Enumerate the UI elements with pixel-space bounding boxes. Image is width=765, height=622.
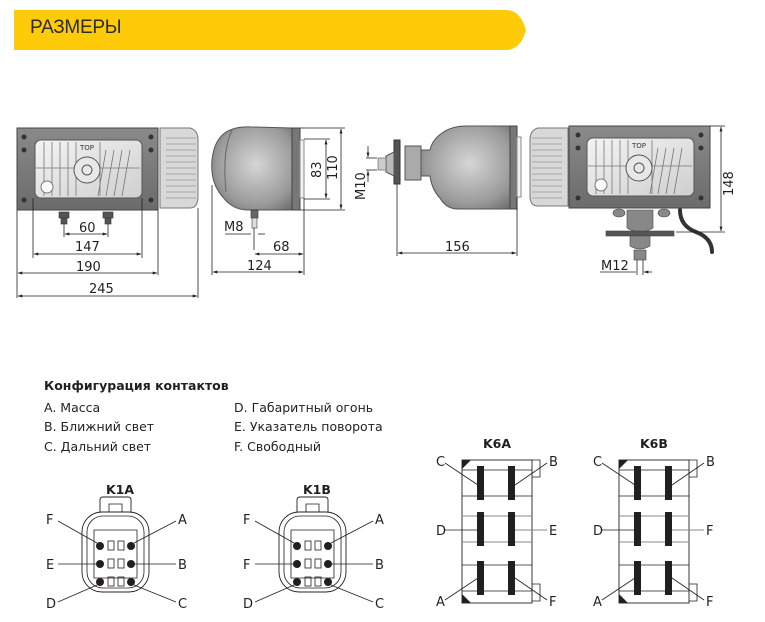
pin-label: E [46,558,54,573]
pin-label: E [549,524,557,539]
dim-245: 245 [89,282,114,297]
front-view: TOP 60 147 190 [16,127,199,298]
legend-item-f: F. Свободный [234,438,322,454]
connector-k6b: K6B C D A B F F [593,436,715,610]
dim-68: 68 [273,240,290,255]
dim-148: 148 [722,171,737,196]
pin-label: A [593,595,602,610]
pin-label: B [549,455,558,470]
legend-item-e: E. Указатель поворота [234,419,383,434]
top-label-rear: TOP [631,142,646,150]
rear-view: TOP M12 148 [529,125,737,275]
pin-label: F [706,524,713,539]
legend-title: Конфигурация контактов [44,378,229,393]
dim-190: 190 [76,260,101,275]
top-label: TOP [79,144,94,152]
side-view-mount: M10 156 [354,125,522,256]
connector-title: K6A [483,436,511,451]
pin-label: B [706,455,715,470]
dim-156: 156 [445,240,470,255]
pin-label: D [593,524,603,539]
pin-label: F [243,558,250,573]
connector-k1b: K1B F F D A B C [243,482,384,612]
section-banner [14,10,526,50]
connector-k6a: K6A C D A B E F [436,436,558,610]
connector-title: K6B [640,436,668,451]
pin-label: D [243,597,253,612]
pin-label: F [706,595,713,610]
pin-label: C [436,455,445,470]
pin-label: A [375,513,384,528]
pin-label: A [436,595,445,610]
pin-label: C [375,597,384,612]
dim-147: 147 [75,240,100,255]
legend-item-a: A. Масса [44,399,101,415]
section-title: РАЗМЕРЫ [30,17,122,38]
pin-label: F [46,513,53,528]
pin-label: F [549,595,556,610]
pin-config-legend: Конфигурация контактов A. Масса B. Ближн… [44,376,424,456]
connector-title: K1B [303,482,331,497]
dim-m8: M8 [224,220,244,235]
pin-label: C [593,455,602,470]
pin-label: C [178,597,187,612]
pin-label: B [178,558,187,573]
dim-110: 110 [326,155,341,180]
legend-item-d: D. Габаритный огонь [234,399,374,415]
legend-item-c: C. Дальний свет [44,438,152,454]
pin-label: B [375,558,384,573]
legend-item-b: B. Ближний свет [44,419,155,434]
dim-124: 124 [247,259,272,274]
pin-label: D [436,524,446,539]
pin-label: A [178,513,187,528]
pin-label: D [46,597,56,612]
dim-83: 83 [310,161,325,178]
connector-title: K1A [106,482,134,497]
pin-label: F [243,513,250,528]
dim-m10: M10 [354,172,369,200]
dim-60: 60 [79,221,96,236]
dim-m12: M12 [601,259,629,274]
connector-k1a: K1A F E D A B C [46,482,187,612]
side-view: M8 68 124 83 110 [211,126,345,275]
